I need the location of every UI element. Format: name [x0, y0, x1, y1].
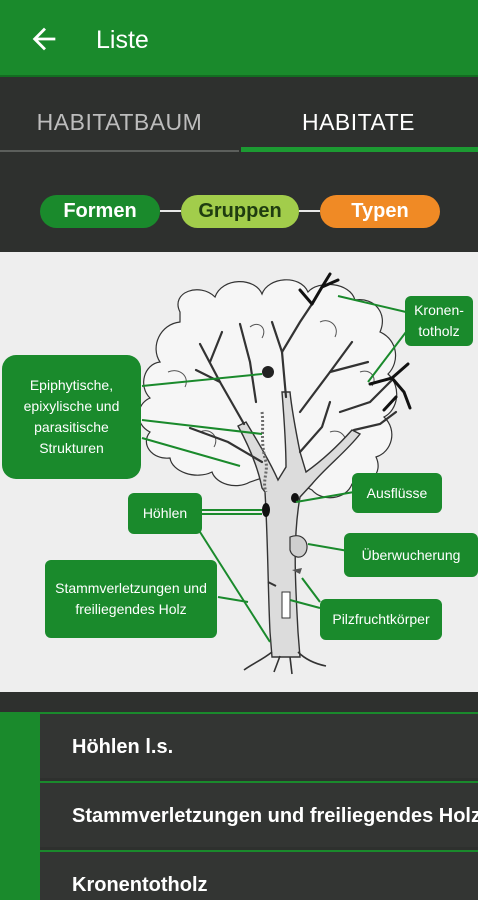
filter-bar: Formen Gruppen Typen [0, 152, 478, 252]
label-ueberwucherung: Überwucherung [344, 533, 478, 577]
label-stammverletzungen: Stammverletzungen und freiliegendes Holz [45, 560, 217, 638]
tab-habitatbaum[interactable]: HABITATBAUM [36, 109, 203, 135]
page-title: Liste [96, 26, 149, 54]
list-item[interactable]: Kronentotholz [40, 850, 478, 900]
filter-connector [160, 210, 181, 212]
tab-habitate[interactable]: HABITATE [301, 109, 416, 135]
label-ausfluesse: Ausflüsse [352, 473, 442, 513]
list-item-label: Kronentotholz [72, 874, 208, 896]
tab-indicator [241, 147, 478, 152]
filter-formen-button[interactable]: Formen [40, 195, 160, 228]
list-item[interactable]: Stammverletzungen und freiliegendes Holz [40, 781, 478, 847]
app-bar: Liste [0, 0, 478, 77]
label-epiphytische-strukturen: Epiphytische, epixylische und parasitisc… [2, 355, 141, 479]
tab-bar: HABITATBAUM HABITATE [0, 79, 478, 152]
habitat-list: Höhlen l.s. Stammverletzungen und freili… [0, 692, 478, 900]
filter-typen-button[interactable]: Typen [320, 195, 440, 228]
filter-gruppen-button[interactable]: Gruppen [181, 195, 299, 228]
label-kronentotholz: Kronen- totholz [405, 296, 473, 346]
arrow-left-icon [32, 27, 56, 51]
list-item-label: Höhlen l.s. [72, 736, 174, 758]
list-item[interactable]: Höhlen l.s. [40, 712, 478, 778]
tree-drawing [138, 272, 412, 675]
label-pilzfruchtkoerper: Pilzfruchtkörper [320, 599, 442, 640]
filter-connector [299, 210, 320, 212]
back-button[interactable] [27, 22, 61, 56]
tab-divider [0, 150, 239, 152]
label-hoehlen: Höhlen [128, 493, 202, 534]
habitat-tree-illustration: Kronen- totholz Epiphytische, epixylisch… [0, 252, 478, 692]
list-accent-bar [0, 712, 40, 900]
list-item-label: Stammverletzungen und freiliegendes Holz [72, 805, 478, 827]
